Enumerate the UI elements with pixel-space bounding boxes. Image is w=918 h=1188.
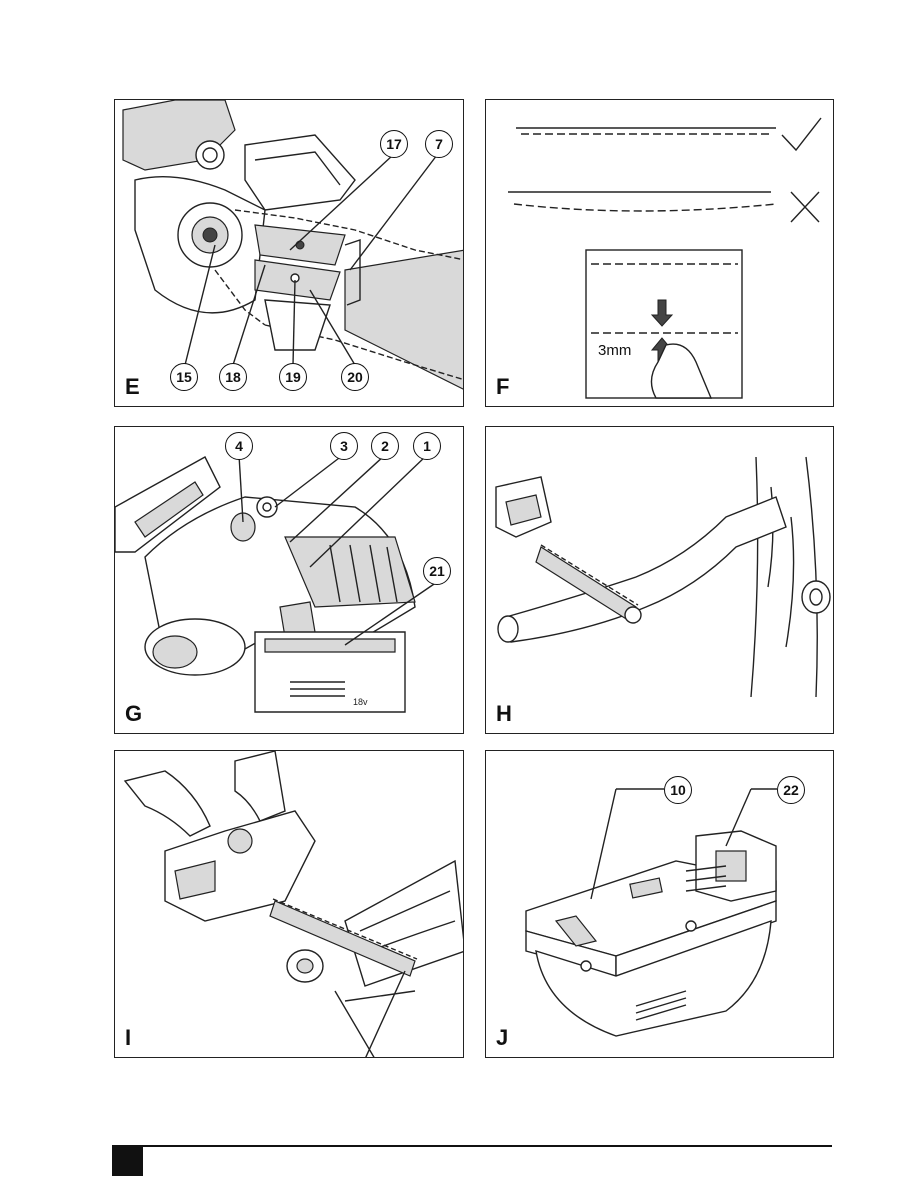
panel-label: H <box>496 701 512 727</box>
callout-18: 18 <box>219 363 247 391</box>
panel-label: J <box>496 1025 508 1051</box>
callout-7: 7 <box>425 130 453 158</box>
callout-1: 1 <box>413 432 441 460</box>
callout-2: 2 <box>371 432 399 460</box>
panel-i: I <box>114 750 464 1058</box>
cross-mark-icon <box>791 192 819 222</box>
panel-e: 17 7 15 18 19 20 E <box>114 99 464 407</box>
callout-15: 15 <box>170 363 198 391</box>
callout-21: 21 <box>423 557 451 585</box>
callout-4: 4 <box>225 432 253 460</box>
panel-label: I <box>125 1025 131 1051</box>
branch-cutting-illustration <box>486 427 834 734</box>
callout-20: 20 <box>341 363 369 391</box>
log-cutting-illustration <box>115 751 464 1058</box>
callout-17: 17 <box>380 130 408 158</box>
panel-j: 10 22 J <box>485 750 834 1058</box>
panel-label: G <box>125 701 142 727</box>
tension-measure-label: 3mm <box>598 342 631 359</box>
footer-rule <box>112 1145 832 1147</box>
panel-g: 18v 4 3 2 1 21 G <box>114 426 464 734</box>
callout-10: 10 <box>664 776 692 804</box>
chainsaw-handle-illustration: 18v <box>115 427 464 734</box>
callout-22: 22 <box>777 776 805 804</box>
chain-tension-illustration <box>486 100 834 407</box>
battery-voltage-text: 18v <box>353 697 368 707</box>
panel-label: E <box>125 374 140 400</box>
callout-3: 3 <box>330 432 358 460</box>
footer-page-marker <box>112 1147 143 1176</box>
panel-h: H <box>485 426 834 734</box>
panel-f: 3mm F <box>485 99 834 407</box>
callout-19: 19 <box>279 363 307 391</box>
check-mark-icon <box>782 118 821 150</box>
chain-sprocket-illustration <box>115 100 464 407</box>
panel-label: F <box>496 374 509 400</box>
